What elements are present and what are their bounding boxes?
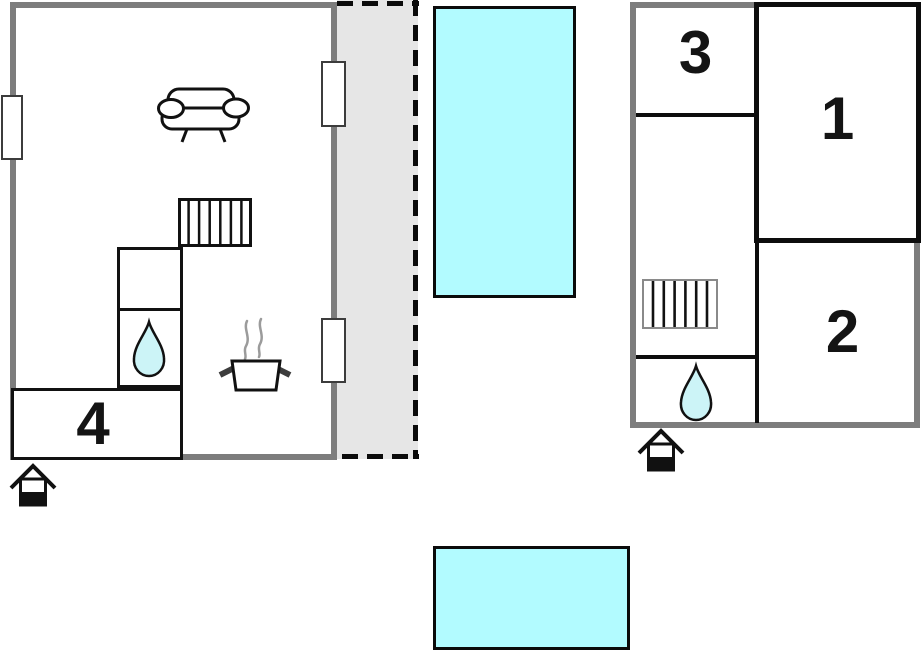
window-right-wall-top — [321, 61, 346, 127]
entrance-icon-upper — [637, 428, 685, 472]
room-2-left-wall — [755, 242, 759, 423]
room-3-divider — [636, 113, 759, 117]
entrance-icon-ground — [9, 463, 57, 507]
window-right-wall-bottom — [321, 318, 346, 383]
cooking-pot-icon — [218, 317, 292, 392]
swimming-pool-large — [433, 6, 576, 298]
room-3-label: 3 — [678, 19, 713, 86]
swimming-pool-small — [433, 546, 630, 650]
hall-divider — [636, 355, 759, 359]
room-4-label: 4 — [76, 390, 110, 457]
water-drop-upper-icon — [679, 361, 713, 422]
room-3: 3 — [636, 0, 755, 106]
room-1: 1 — [754, 2, 921, 243]
terrace-area — [337, 0, 418, 459]
room-2-label: 2 — [825, 298, 860, 365]
terrace-dashed-border — [337, 0, 419, 459]
bathroom-divider-line — [117, 308, 183, 311]
room-1-label: 1 — [820, 84, 855, 152]
room-2: 2 — [759, 242, 914, 422]
room-4: 4 — [11, 388, 183, 460]
staircase-ground-icon — [178, 198, 252, 247]
staircase-upper-icon — [642, 279, 718, 329]
window-left-wall — [1, 95, 23, 160]
water-drop-ground-icon — [132, 317, 166, 378]
sofa-icon — [157, 87, 250, 143]
